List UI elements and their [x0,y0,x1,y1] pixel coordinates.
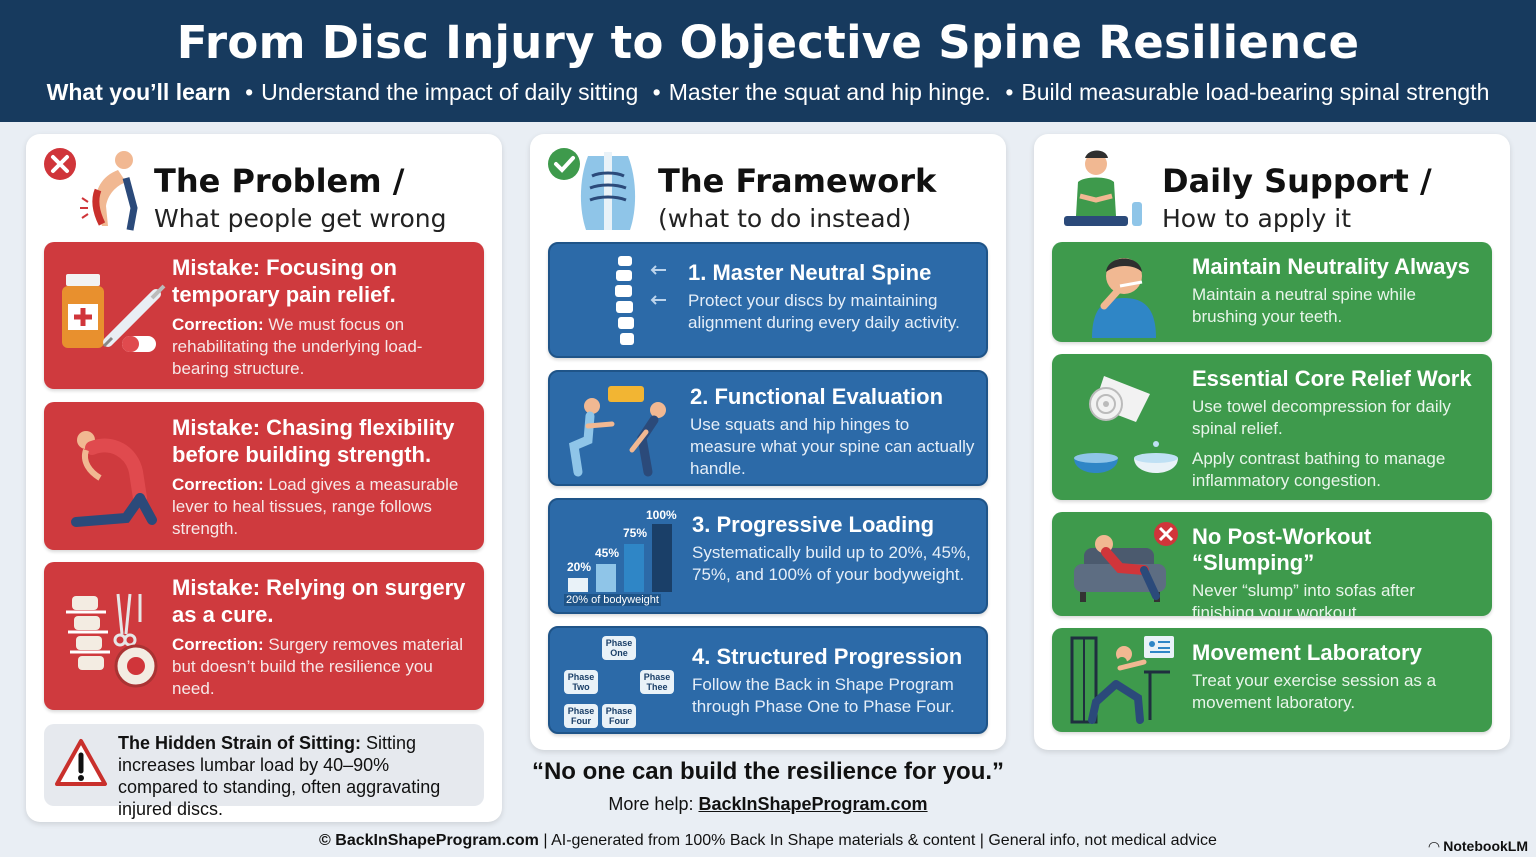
framework-subtitle: (what to do instead) [658,204,912,233]
footer-copyright: © BackInShapeProgram.com [319,832,539,849]
load-label: 100% [646,508,677,522]
load-label: 20% [567,560,592,574]
framework-step: 1. Master Neutral Spine Protect your dis… [548,242,988,358]
step-body: Follow the Back in Shape Program through… [692,675,955,716]
squat-hinge-measure-icon [569,386,666,477]
framework-step: 2. Functional Evaluation Use squats and … [548,370,988,486]
support-card: Essential Core Relief Work Use towel dec… [1052,354,1492,500]
support-item-body: Use towel decompression for daily spinal… [1192,397,1451,438]
resilience-quote: “No one can build the resilience for you… [531,758,1005,785]
framework-panel: The Framework (what to do instead) 1. Ma… [530,134,1006,750]
learn-item: Master the squat and hip hinge. [668,79,991,105]
header-banner: From Disc Injury to Objective Spine Resi… [0,0,1536,122]
slumping-sofa-icon [1074,522,1178,602]
phase-box: Phase Thee [640,670,674,694]
step-title: 2. Functional Evaluation [690,384,944,409]
problem-title: The Problem / [154,162,405,200]
correction-text: Correction: Surgery removes material but… [172,635,463,698]
load-bar [624,544,644,592]
phase-flow-icon: Phase One Phase Two Phase Thee Phase Fou… [562,634,688,732]
mistake-card: Mistake: Chasing flexibility before buil… [44,402,484,550]
support-item-body: Apply contrast bathing to manage inflamm… [1192,449,1446,490]
support-item-body: Maintain a neutral spine while brushing … [1192,285,1416,326]
learn-item: Build measurable load-bearing spinal str… [1021,79,1490,105]
support-card: Maintain Neutrality Always Maintain a ne… [1052,242,1492,342]
help-label: More help: [608,794,694,814]
warning-label: The Hidden Strain of Sitting: [118,733,361,753]
towel-bowls-icon [1074,376,1178,473]
correction-text: Correction: Load gives a measurable leve… [172,475,459,538]
support-header: Daily Support / How to apply it [1050,146,1494,238]
support-item-body: Never “slump” into sofas after finishing… [1192,581,1415,616]
spine-torso-with-check-icon [548,148,636,230]
problem-panel: The Problem / What people get wrong Mist… [26,134,502,822]
load-bar [596,564,616,592]
mistake-card: Mistake: Focusing on temporary pain reli… [44,242,484,389]
framework-step: Phase One Phase Two Phase Thee Phase Fou… [548,626,988,734]
spine-alignment-icon [615,256,666,345]
spine-surgery-tools-icon [66,593,158,688]
footer: © BackInShapeProgram.com | AI-generated … [0,832,1536,850]
backbend-stretch-icon [71,431,157,527]
learn-item: Understand the impact of daily sitting [261,79,639,105]
phase-box: Phase Four [564,704,598,728]
help-link[interactable]: BackInShapeProgram.com [698,794,928,814]
support-card: Movement Laboratory Treat your exercise … [1052,628,1492,732]
support-item-body: Treat your exercise session as a movemen… [1192,671,1437,712]
mistake-title: Mistake: Relying on surgery as a cure. [172,575,466,627]
load-label: 45% [595,546,620,560]
load-bar [652,524,672,592]
step-body: Protect your discs by maintaining alignm… [688,291,960,332]
support-subtitle: How to apply it [1162,204,1352,233]
phase-box: Phase One [602,636,636,660]
toothbrush-person-icon [1092,258,1156,338]
support-title: Daily Support / [1162,162,1432,200]
sitting-warning: The Hidden Strain of Sitting: Sitting in… [44,724,484,819]
page-title: From Disc Injury to Objective Spine Resi… [176,16,1360,69]
support-item-title: Movement Laboratory [1192,640,1422,665]
mistake-card: Mistake: Relying on surgery as a cure. C… [44,562,484,710]
support-card: No Post-Workout “Slumping” Never “slump”… [1052,512,1492,616]
footer-text: | AI-generated from 100% Back In Shape m… [543,832,1217,849]
support-item-title: No Post-Workout “Slumping” [1192,524,1372,575]
framework-step: 20% 45% 75% 100% 20% of bodyweight 3. Pr… [548,498,988,614]
phase-box: Phase Four [602,704,636,728]
framework-header: The Framework (what to do instead) [546,146,990,238]
phase-box: Phase Two [564,670,598,694]
support-panel: Daily Support / How to apply it Maintain… [1034,134,1510,750]
warning-triangle-icon [55,739,107,786]
learn-label: What you’ll learn [46,79,231,105]
support-item-title: Essential Core Relief Work [1192,366,1472,391]
meditating-person-icon [1064,150,1142,226]
more-help: More help: BackInShapeProgram.com [530,794,1006,815]
learn-line: What you’ll learn •Understand the impact… [46,79,1490,105]
back-pain-person-with-x-icon [44,148,138,231]
step-body: Use squats and hip hinges to measure wha… [690,415,975,478]
mistake-title: Mistake: Focusing on temporary pain reli… [172,255,397,307]
step-title: 1. Master Neutral Spine [688,260,932,285]
step-title: 3. Progressive Loading [692,512,935,537]
load-chart: 20% 45% 75% 100% 20% of bodyweight [562,508,688,608]
load-caption: 20% of bodyweight [564,594,661,606]
problem-header: The Problem / What people get wrong [42,146,486,238]
framework-title: The Framework [658,162,937,200]
load-label: 75% [623,526,648,540]
warning-text: Sitting increases lumbar load by 40–90% … [118,733,441,819]
mistake-title: Mistake: Chasing flexibility before buil… [172,415,455,467]
notebooklm-brand: ◠ NotebookLM [1428,838,1528,854]
load-bar [568,578,588,592]
notebooklm-logo-icon: ◠ [1428,838,1440,854]
correction-text: Correction: We must focus on rehabilitat… [172,315,423,378]
step-title: 4. Structured Progression [692,644,963,669]
problem-subtitle: What people get wrong [154,204,447,233]
medicine-syringe-pills-icon [62,274,166,352]
lunge-lab-icon [1070,636,1174,724]
support-item-title: Maintain Neutrality Always [1192,254,1470,279]
step-body: Systematically build up to 20%, 45%, 75%… [692,543,971,584]
